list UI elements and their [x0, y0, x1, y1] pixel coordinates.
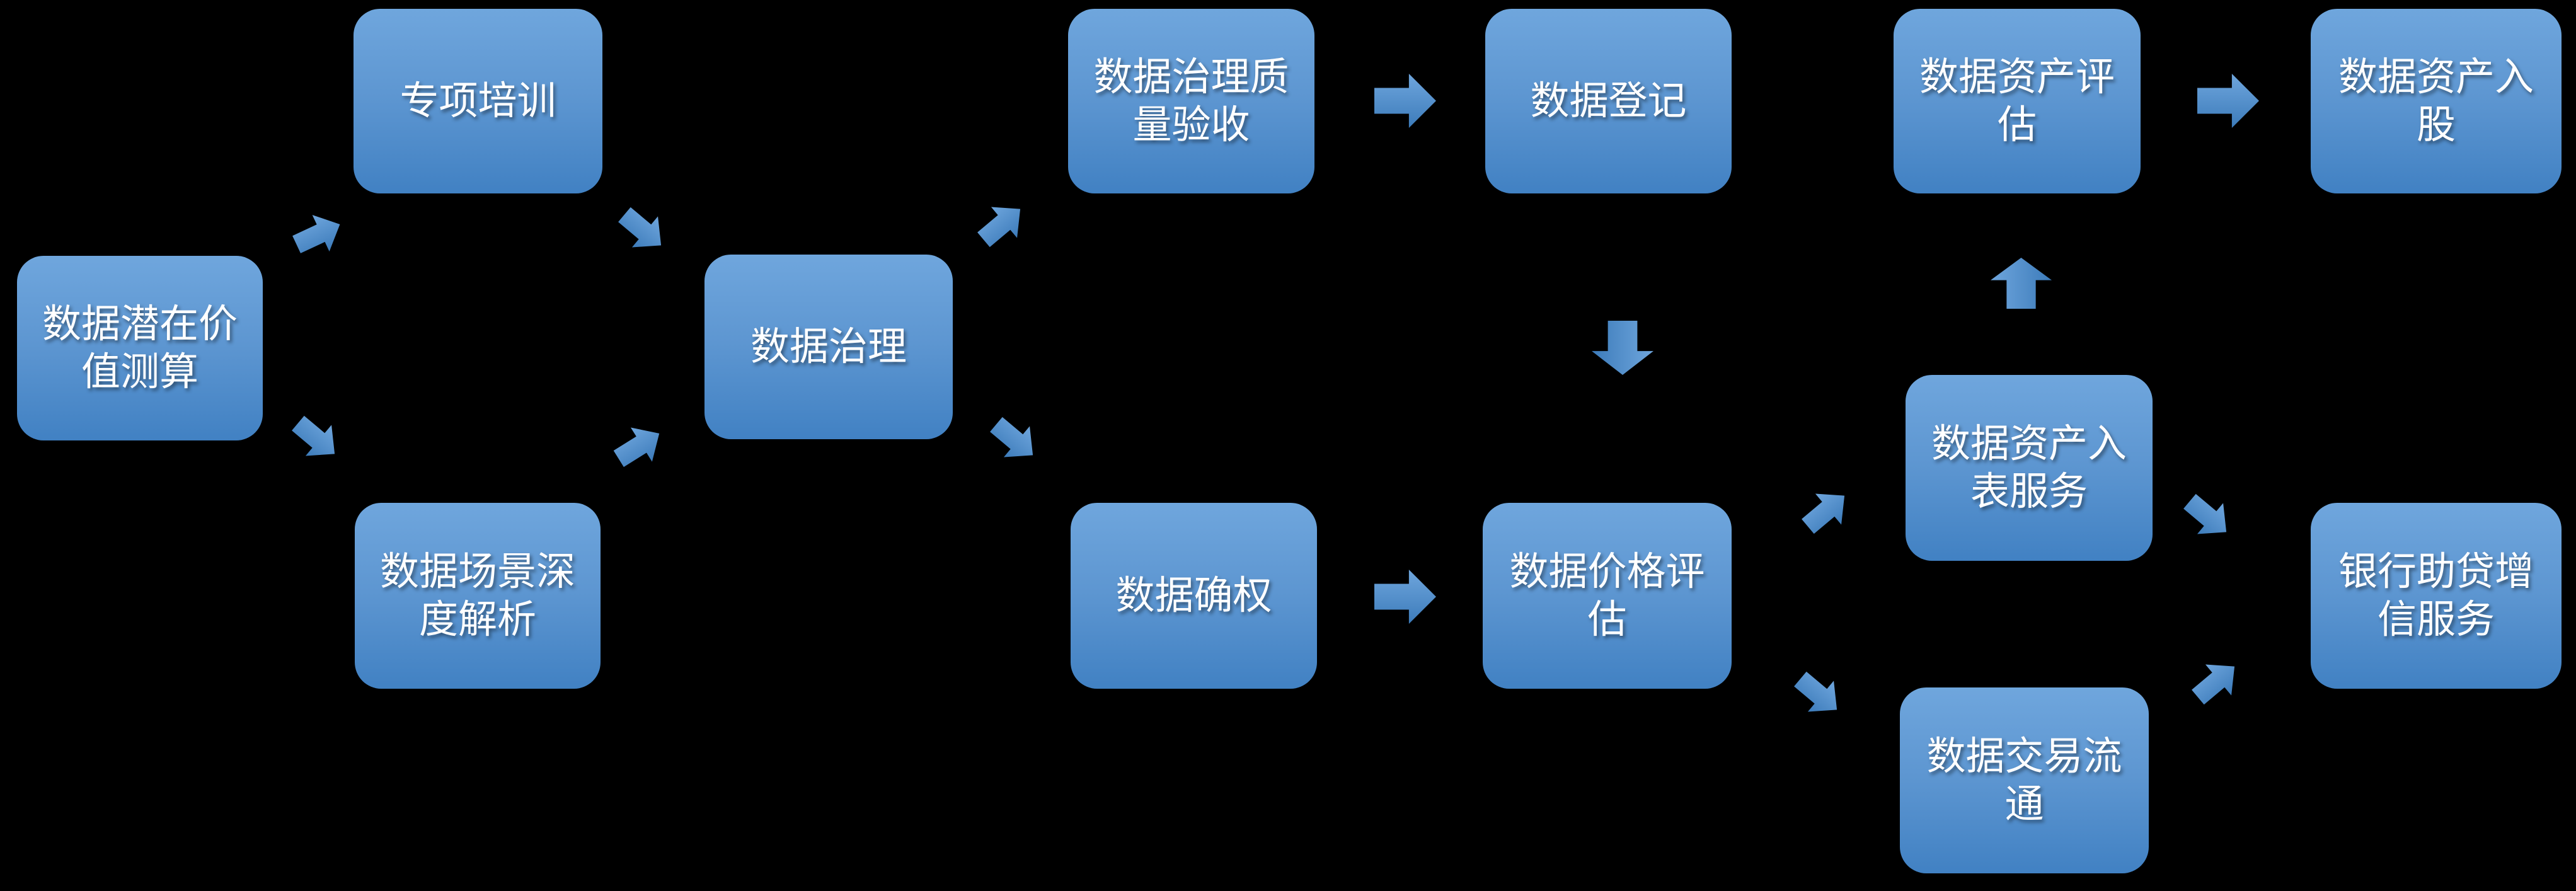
arrow-icon-governance-to-quality — [970, 193, 1033, 255]
arrow-icon-potential-to-scenario — [285, 408, 348, 469]
node-bank-loan-credit-service: 银行助贷增 信服务 — [2311, 503, 2562, 689]
arrow-icon-trading-to-bank — [2185, 651, 2248, 713]
node-label: 专项培训 — [400, 79, 556, 123]
node-scenario-deep-analysis: 数据场景深 度解析 — [355, 503, 601, 689]
node-label: 数据确权 — [1115, 573, 1272, 618]
node-special-training: 专项培训 — [354, 9, 602, 193]
arrow-icon-evaluation-to-investment — [2197, 74, 2259, 128]
arrow-icon-scenario-to-governance — [607, 416, 670, 476]
arrow-icon-bookkeeping-to-bank — [2176, 486, 2240, 548]
node-label: 数据资产入 表服务 — [1931, 422, 2127, 514]
node-asset-bookkeeping-service: 数据资产入 表服务 — [1906, 375, 2153, 561]
arrow-icon-governance-to-rights — [983, 409, 1046, 471]
arrow-icon-registration-to-price — [1592, 321, 1653, 375]
arrow-icon-rights-to-price — [1374, 570, 1436, 624]
node-data-registration: 数据登记 — [1485, 9, 1732, 193]
node-label: 数据治理质 量验收 — [1093, 55, 1289, 147]
node-data-trading-circulation: 数据交易流 通 — [1900, 687, 2149, 873]
arrow-icon-potential-to-training — [288, 205, 348, 263]
node-label: 数据价格评 估 — [1509, 549, 1705, 641]
node-label: 数据场景深 度解析 — [379, 549, 575, 641]
arrow-icon-training-to-governance — [611, 199, 674, 261]
node-label: 银行助贷增 信服务 — [2338, 549, 2534, 641]
node-label: 数据资产入 股 — [2338, 55, 2534, 147]
node-data-potential-value: 数据潜在价 值测算 — [17, 256, 263, 440]
node-label: 数据登记 — [1530, 79, 1687, 123]
node-governance-quality-check: 数据治理质 量验收 — [1068, 9, 1314, 193]
arrow-icon-price-to-trading — [1787, 664, 1850, 725]
node-data-asset-investment: 数据资产入 股 — [2311, 9, 2562, 193]
arrow-icon-price-to-bookkeeping — [1795, 480, 1858, 542]
arrow-icon-bookkeeping-to-evaluation — [1991, 258, 2052, 309]
node-label: 数据资产评 估 — [1919, 55, 2115, 147]
node-data-rights-confirmation: 数据确权 — [1071, 503, 1317, 689]
arrow-icon-quality-to-registration — [1374, 74, 1436, 128]
node-data-asset-evaluation: 数据资产评 估 — [1894, 9, 2141, 193]
node-label: 数据治理 — [750, 325, 907, 369]
node-data-price-evaluation: 数据价格评 估 — [1483, 503, 1732, 689]
node-label: 数据潜在价 值测算 — [42, 302, 238, 394]
node-data-governance: 数据治理 — [704, 255, 953, 439]
node-label: 数据交易流 通 — [1926, 734, 2122, 826]
